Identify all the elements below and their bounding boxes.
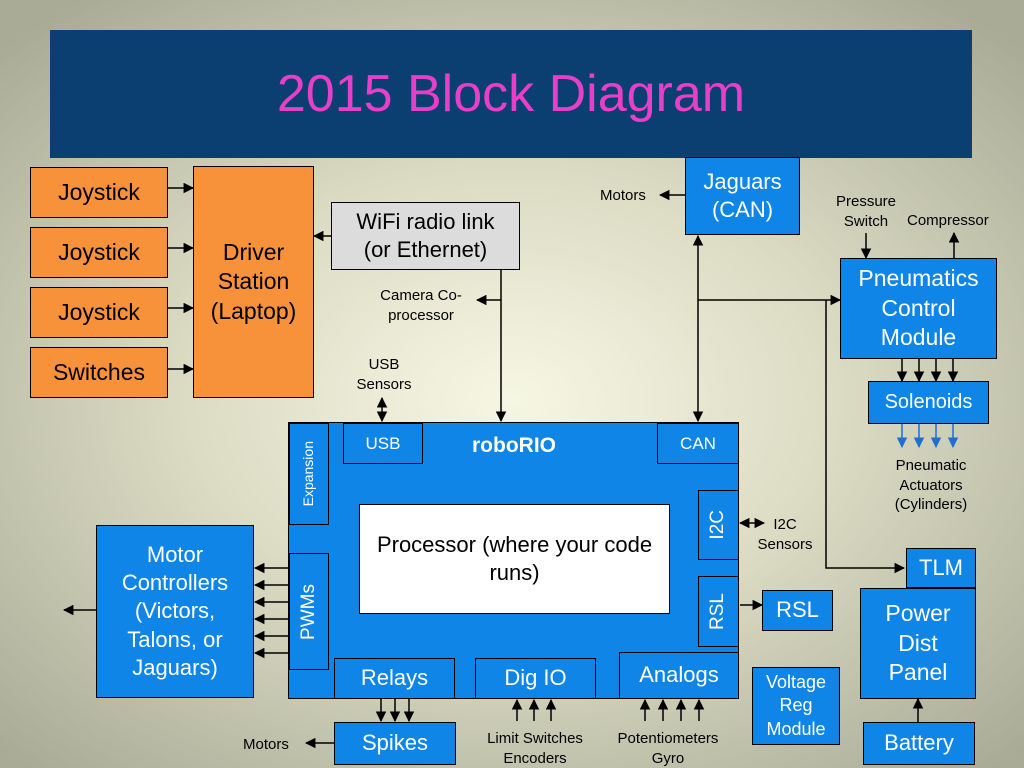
tlm-box: TLM	[906, 548, 976, 588]
pressure-switch-label: Pressure Switch	[835, 193, 897, 230]
pneumatic-actuators-label: Pneumatic Actuators (Cylinders)	[894, 457, 968, 513]
joystick-label-2: Joystick	[58, 238, 140, 265]
potentiometers-label: Potentiometers Gyro	[617, 730, 719, 767]
i2c-label: I2C	[707, 510, 729, 540]
solenoids-box: Solenoids	[868, 381, 989, 424]
motors-bottom-label: Motors	[243, 736, 289, 753]
pdp-box: Power Dist Panel	[860, 588, 976, 699]
dig-io-label: Dig IO	[504, 665, 567, 691]
pwms-label: PWMs	[297, 583, 319, 640]
usb-port-label: USB	[365, 433, 401, 453]
can-to-tlm-arrow	[825, 300, 906, 574]
joystick-label-3: Joystick	[58, 298, 140, 325]
usb-port: USB	[343, 423, 423, 464]
limit-switches-label: Limit Switches Encoders	[487, 730, 583, 767]
tlm-label: TLM	[919, 554, 963, 580]
can-port-label: CAN	[680, 433, 716, 453]
spikes-box: Spikes	[334, 722, 456, 765]
relays-label: Relays	[360, 665, 429, 691]
spikes-label: Spikes	[361, 730, 429, 756]
driver-station-box: Driver Station (Laptop)	[193, 166, 314, 398]
pwms-port: PWMs	[289, 553, 329, 670]
roborio-box: USB roboRIO CAN Expansion PWMs I2C RSL P…	[288, 422, 739, 699]
i2c-port: I2C	[698, 490, 739, 560]
dig-io-port: Dig IO	[475, 658, 596, 699]
analogs-label: Analogs	[639, 662, 719, 688]
pcm-label: Pneumatics Control Module	[858, 265, 979, 351]
driver-station-label: Driver Station (Laptop)	[210, 238, 297, 324]
joystick-box-1: Joystick	[30, 167, 168, 218]
battery-label: Battery	[884, 730, 954, 756]
switches-box: Switches	[30, 347, 168, 398]
expansion-port: Expansion	[289, 423, 329, 525]
processor-label: Processor (where your code runs)	[376, 531, 653, 585]
processor-box: Processor (where your code runs)	[359, 504, 670, 614]
motors-top-label: Motors	[600, 187, 646, 204]
joystick-box-2: Joystick	[30, 227, 168, 278]
usb-sensors-label: USB Sensors	[356, 356, 412, 393]
joystick-label-1: Joystick	[58, 178, 140, 205]
jaguars-can-label: Jaguars (CAN)	[703, 168, 782, 222]
wifi-label: WiFi radio link (or Ethernet)	[356, 208, 495, 262]
joystick-box-3: Joystick	[30, 287, 168, 338]
can-port: CAN	[657, 423, 739, 464]
roborio-title: roboRIO	[472, 434, 556, 457]
page-title: 2015 Block Diagram	[276, 65, 746, 123]
jaguars-can-box: Jaguars (CAN)	[685, 157, 800, 235]
rsl-light-label: RSL	[776, 597, 819, 623]
motor-controllers-box: Motor Controllers (Victors, Talons, or J…	[96, 525, 254, 698]
camera-label: Camera Co-processor	[380, 287, 462, 324]
i2c-sensors-label: I2C Sensors	[757, 516, 813, 553]
rsl-port-label: RSL	[707, 593, 729, 630]
expansion-label: Expansion	[300, 441, 317, 507]
battery-box: Battery	[863, 722, 975, 765]
vrm-box: Voltage Reg Module	[752, 667, 840, 745]
switches-label: Switches	[52, 358, 146, 385]
wifi-box: WiFi radio link (or Ethernet)	[331, 202, 520, 270]
title-bar: 2015 Block Diagram	[50, 30, 972, 158]
rsl-port: RSL	[698, 576, 739, 647]
motor-controllers-label: Motor Controllers (Victors, Talons, or J…	[121, 542, 229, 680]
rsl-light-box: RSL	[762, 590, 833, 631]
solenoids-label: Solenoids	[884, 390, 973, 413]
analogs-port: Analogs	[619, 652, 739, 699]
pdp-label: Power Dist Panel	[885, 600, 951, 686]
vrm-label: Voltage Reg Module	[765, 672, 827, 739]
compressor-label: Compressor	[907, 212, 989, 229]
pcm-box: Pneumatics Control Module	[840, 258, 997, 359]
relays-port: Relays	[334, 658, 455, 699]
